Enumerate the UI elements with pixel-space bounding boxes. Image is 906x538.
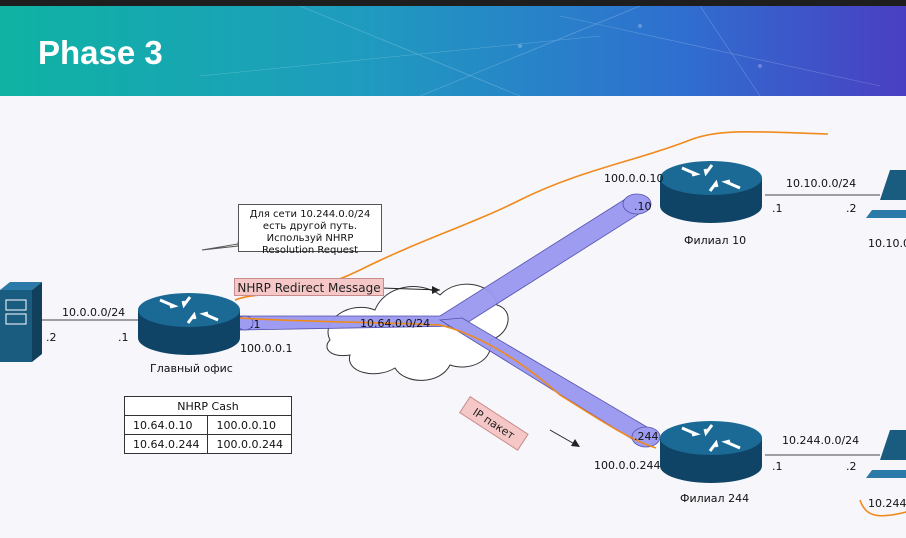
annotation-return-path xyxy=(239,317,657,449)
spoke244-lan-ip: .1 xyxy=(772,460,783,473)
nhrp-redirect-label: NHRP Redirect Message xyxy=(234,278,384,296)
spoke10-host-ip: .2 xyxy=(846,202,857,215)
hub-nbma-ip: 100.0.0.1 xyxy=(240,342,293,355)
table-row: 10.64.0.244 100.0.0.244 xyxy=(123,434,292,454)
spoke10-tunnel-ip: .10 xyxy=(634,200,652,213)
server-icon xyxy=(0,282,42,362)
spoke10-host-label: 10.10.0 xyxy=(868,237,906,250)
cache-tunnel-ip: 10.64.0.10 xyxy=(123,415,209,435)
nhrp-cache-title: NHRP Cash xyxy=(124,396,292,416)
table-row: 10.64.0.10 100.0.0.10 xyxy=(123,415,292,435)
cache-tunnel-ip: 10.64.0.244 xyxy=(123,434,209,454)
page-title: Phase 3 xyxy=(38,34,163,71)
hub-lan-network: 10.0.0.0/24 xyxy=(62,306,126,319)
tunnel-network-label: 10.64.0.0/24 xyxy=(360,317,431,330)
callout-pointer xyxy=(201,229,241,251)
spoke244-nbma-ip: 100.0.0.244 xyxy=(594,459,661,472)
spoke10-lan-ip: .1 xyxy=(772,202,783,215)
cache-nbma-ip: 100.0.0.10 xyxy=(207,415,292,435)
hub-router-name: Главный офис xyxy=(150,362,233,375)
spoke10-router-name: Филиал 10 xyxy=(684,234,747,247)
router-icon-spoke10 xyxy=(660,161,762,223)
network-diagram xyxy=(0,130,906,517)
laptop-icon-spoke244 xyxy=(866,430,906,478)
annotation-host-underline xyxy=(859,499,906,517)
slide-header: Phase 3 xyxy=(0,6,906,96)
router-icon-hub xyxy=(138,293,240,355)
laptop-icon-spoke10 xyxy=(866,170,906,218)
router-icon-spoke244 xyxy=(660,421,762,483)
server-ip: .2 xyxy=(46,331,57,344)
redirect-arrow xyxy=(379,287,441,291)
spoke244-tunnel-ip: .244 xyxy=(634,430,659,443)
spoke10-lan-network: 10.10.0.0/24 xyxy=(786,177,857,190)
cache-nbma-ip: 100.0.0.244 xyxy=(207,434,292,454)
spoke244-host-ip: .2 xyxy=(846,460,857,473)
top-bar xyxy=(0,0,906,6)
banner-network-pattern xyxy=(199,6,881,96)
nhrp-cache-table: NHRP Cash 10.64.0.10 100.0.0.10 10.64.0.… xyxy=(123,396,292,454)
nhrp-callout: Для сети 10.244.0.0/24 есть другой путь.… xyxy=(238,204,382,256)
spoke244-router-name: Филиал 244 xyxy=(680,492,750,505)
spoke10-nbma-ip: 100.0.0.10 xyxy=(604,172,664,185)
hub-lan-ip: .1 xyxy=(118,331,129,344)
spoke244-lan-network: 10.244.0.0/24 xyxy=(782,434,860,447)
spoke244-host-label: 10.244. xyxy=(868,497,906,510)
hub-tunnel-ip: .1 xyxy=(250,318,261,331)
